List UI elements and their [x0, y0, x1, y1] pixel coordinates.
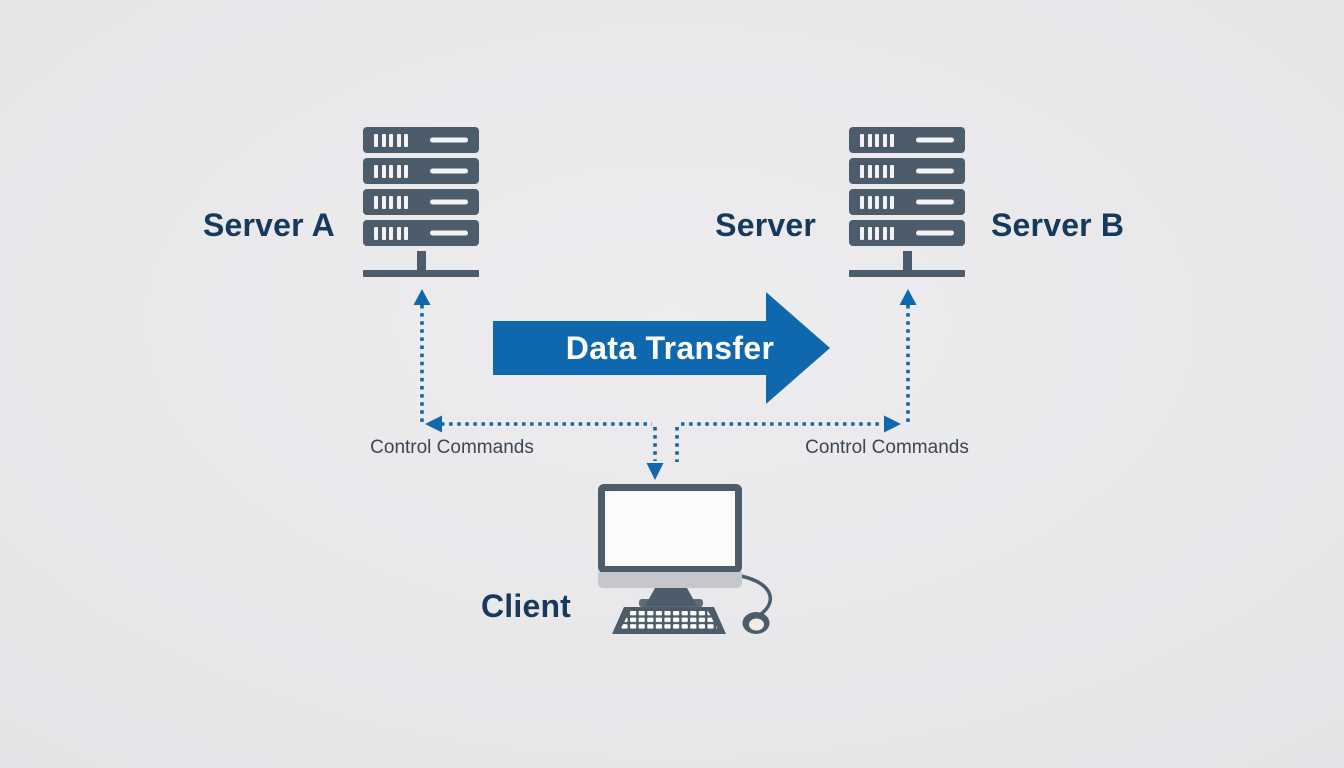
server-b-left-label: Server — [715, 207, 816, 243]
server-unit — [849, 189, 965, 215]
server-stand-stem — [416, 251, 426, 270]
control-commands-left-label: Control Commands — [370, 437, 534, 458]
server-slot — [430, 137, 468, 143]
server-a-label: Server A — [202, 207, 335, 243]
mouse-top — [749, 618, 764, 631]
server-stand-base — [849, 270, 965, 277]
server-vents — [860, 164, 894, 178]
arrowhead-right — [884, 415, 901, 433]
arrowhead-up-to-server-b — [899, 289, 917, 305]
monitor-chin — [598, 572, 742, 588]
control-commands-right-label: Control Commands — [805, 437, 969, 458]
server-unit — [363, 127, 479, 153]
server-slot — [916, 168, 954, 174]
server-a-rack-icon — [363, 127, 479, 277]
server-vents — [374, 195, 408, 209]
server-stand-base — [363, 270, 479, 277]
keyboard-keys — [620, 611, 718, 630]
monitor-screen — [605, 491, 735, 566]
monitor-stand — [645, 588, 697, 606]
server-vents — [374, 164, 408, 178]
server-slot — [916, 199, 954, 205]
keyboard-body — [612, 607, 726, 634]
monitor-stand-pad — [639, 599, 703, 607]
server-vents — [860, 226, 894, 240]
server-vents — [860, 195, 894, 209]
server-stand-stem — [902, 251, 912, 270]
server-b-right-label: Server B — [991, 207, 1125, 243]
server-vents — [374, 226, 408, 240]
server-slot — [430, 199, 468, 205]
arrowhead-up-to-server-a — [413, 289, 431, 305]
server-unit — [363, 158, 479, 184]
server-slot — [916, 137, 954, 143]
server-slot — [916, 230, 954, 236]
server-b-rack-icon — [849, 127, 965, 277]
server-vents — [860, 133, 894, 147]
server-unit — [849, 127, 965, 153]
arrowhead-down-to-client — [646, 463, 664, 480]
server-unit — [363, 189, 479, 215]
server-slot — [430, 168, 468, 174]
data-transfer-label: Data Transfer — [565, 329, 775, 366]
mouse-body — [742, 612, 770, 634]
client-label: Client — [480, 588, 572, 624]
server-unit — [363, 220, 479, 246]
monitor-frame — [598, 484, 742, 573]
server-vents — [374, 133, 408, 147]
mouse-cable — [740, 574, 773, 616]
server-slot — [430, 230, 468, 236]
arrowhead-left — [425, 415, 442, 433]
server-unit — [849, 158, 965, 184]
server-unit — [849, 220, 965, 246]
